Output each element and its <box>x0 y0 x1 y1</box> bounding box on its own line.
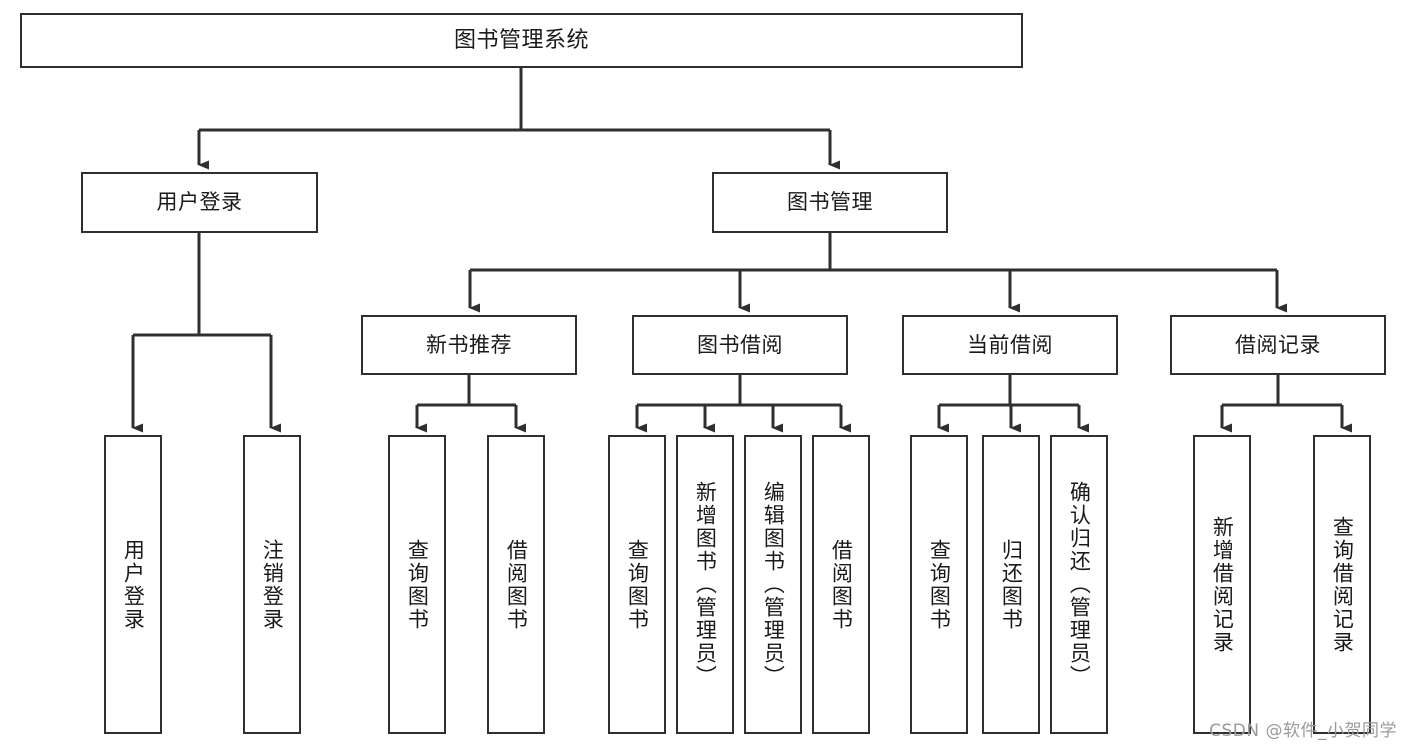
node-current-borrow[interactable]: 当前借阅 <box>902 315 1118 375</box>
node-book-borrow[interactable]: 图书借阅 <box>632 315 848 375</box>
node-leaf-add-record-label: 新增借阅记录 <box>1210 515 1235 654</box>
node-leaf-confirm-return-label: 确认归还（管理员） <box>1067 481 1092 688</box>
node-leaf-return-book[interactable]: 归还图书 <box>982 435 1040 734</box>
node-leaf-query-book-2[interactable]: 查询图书 <box>608 435 666 734</box>
node-leaf-query-book-2-label: 查询图书 <box>625 538 650 631</box>
node-leaf-query-book-3-label: 查询图书 <box>927 538 952 631</box>
node-leaf-user-logout-label: 注销登录 <box>260 538 285 631</box>
node-new-book-recommend-label: 新书推荐 <box>426 332 512 357</box>
node-book-manage[interactable]: 图书管理 <box>712 172 948 233</box>
node-leaf-confirm-return[interactable]: 确认归还（管理员） <box>1050 435 1108 734</box>
node-new-book-recommend[interactable]: 新书推荐 <box>361 315 577 375</box>
node-leaf-borrow-book-1[interactable]: 借阅图书 <box>487 435 545 734</box>
node-leaf-user-login-label: 用户登录 <box>121 538 146 631</box>
node-leaf-user-logout[interactable]: 注销登录 <box>243 435 301 734</box>
node-leaf-query-record[interactable]: 查询借阅记录 <box>1313 435 1371 734</box>
node-leaf-add-book-label: 新增图书（管理员） <box>693 481 718 688</box>
node-leaf-query-book-1[interactable]: 查询图书 <box>388 435 446 734</box>
node-leaf-add-book[interactable]: 新增图书（管理员） <box>676 435 734 734</box>
node-leaf-query-book-1-label: 查询图书 <box>405 538 430 631</box>
node-leaf-return-book-label: 归还图书 <box>999 538 1024 631</box>
node-book-manage-label: 图书管理 <box>787 190 873 215</box>
node-user-login-label: 用户登录 <box>156 190 243 215</box>
node-leaf-user-login[interactable]: 用户登录 <box>104 435 162 734</box>
node-leaf-query-record-label: 查询借阅记录 <box>1330 515 1355 654</box>
node-book-borrow-label: 图书借阅 <box>697 332 783 357</box>
node-root[interactable]: 图书管理系统 <box>20 13 1023 68</box>
node-leaf-query-book-3[interactable]: 查询图书 <box>910 435 968 734</box>
node-leaf-add-record[interactable]: 新增借阅记录 <box>1193 435 1251 734</box>
node-current-borrow-label: 当前借阅 <box>967 332 1053 357</box>
node-leaf-borrow-book-2[interactable]: 借阅图书 <box>812 435 870 734</box>
node-user-login[interactable]: 用户登录 <box>81 172 318 233</box>
node-leaf-borrow-book-2-label: 借阅图书 <box>829 538 854 631</box>
node-borrow-record[interactable]: 借阅记录 <box>1170 315 1386 375</box>
node-leaf-edit-book-label: 编辑图书（管理员） <box>761 481 786 688</box>
node-leaf-edit-book[interactable]: 编辑图书（管理员） <box>744 435 802 734</box>
node-borrow-record-label: 借阅记录 <box>1235 332 1321 357</box>
node-leaf-borrow-book-1-label: 借阅图书 <box>504 538 529 631</box>
node-root-label: 图书管理系统 <box>453 27 589 53</box>
